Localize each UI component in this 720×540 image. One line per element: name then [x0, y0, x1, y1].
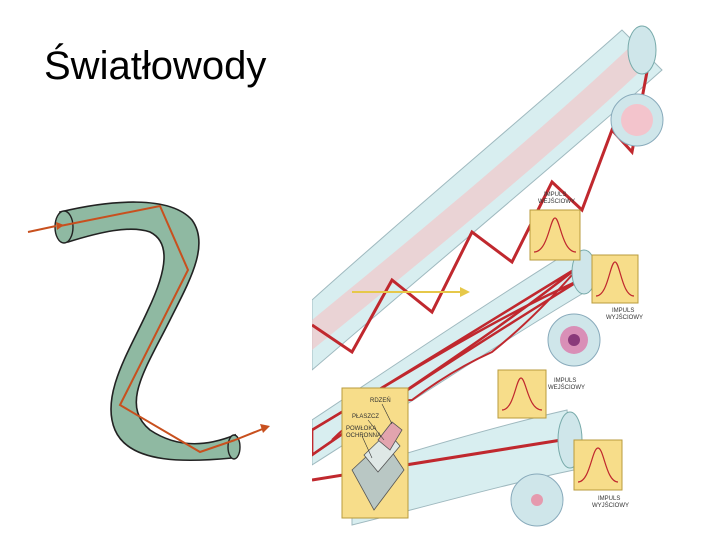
label-impuls-wejsciowy-2a: IMPULS [554, 378, 576, 384]
label-impuls-wyjsciowy-1a: IMPULS [612, 308, 634, 314]
fiber-types-illustration: IMPULS WEJŚCIOWY IMPULS WYJŚCIOWY IMPULS… [312, 25, 664, 527]
label-rdzen: RDZEŃ [370, 397, 391, 404]
outgoing-light-ray [234, 427, 266, 441]
incoming-light-ray [27, 225, 57, 233]
label-powloka-a: POWŁOKA [346, 426, 376, 432]
fiber-step-index [312, 25, 664, 371]
label-impuls-wejsciowy-2b: WEJŚCIOWY [548, 383, 585, 391]
label-impuls-wyjsciowy-2b: WYJŚCIOWY [592, 501, 629, 509]
label-impuls-wejsciowy-1a: IMPULS [544, 192, 566, 198]
pulse-box-input-2 [497, 369, 547, 419]
bent-fiber-diagram [27, 201, 270, 462]
slide-title: Światłowody [44, 44, 267, 88]
zigzag-ray [59, 204, 236, 454]
pulse-box-input-1 [529, 209, 581, 261]
label-powloka-b: OCHRONNA [346, 433, 381, 439]
label-impuls-wejsciowy-1b: WEJŚCIOWY [538, 197, 575, 205]
pulse-box-output-1 [591, 254, 639, 304]
outgoing-arrow-head [260, 424, 270, 433]
cable-structure-inset [341, 387, 409, 519]
pulse-box-output-2 [573, 439, 623, 491]
label-impuls-wyjsciowy-1b: WYJŚCIOWY [606, 313, 643, 321]
label-impuls-wyjsciowy-2a: IMPULS [598, 496, 620, 502]
label-plaszcz: PŁASZCZ [352, 414, 379, 420]
